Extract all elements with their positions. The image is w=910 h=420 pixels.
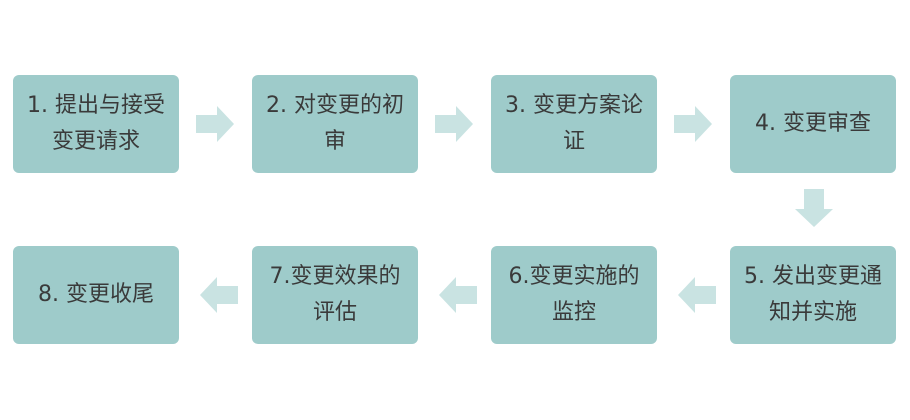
step-6-box: 6.变更实施的监控 [491,246,657,344]
step-2-line1: 2. 对变更的初 [266,93,404,118]
step-5-line1: 5. 发出变更通 [744,264,882,289]
step-1-line1: 1. 提出与接受 [27,93,165,118]
step-7-box: 7.变更效果的评估 [252,246,418,344]
step-4-box: 4. 变更审查 [730,75,896,173]
step-8-line1: 8. 变更收尾 [38,282,154,307]
arrow-right-icon [196,106,234,142]
step-7-line1: 7.变更效果的 [269,264,401,289]
arrow-left-icon [678,277,716,313]
step-6-line2: 监控 [551,300,596,325]
step-5-line2: 知并实施 [768,300,857,325]
arrow-right-icon [674,106,712,142]
step-6-line1: 6.变更实施的 [508,264,640,289]
step-4-line1: 4. 变更审查 [755,111,871,136]
step-1-line2: 变更请求 [51,129,140,154]
arrow-right-icon [435,106,473,142]
step-7-line2: 评估 [312,300,357,325]
arrow-left-icon [439,277,477,313]
arrow-down-icon [795,189,833,227]
step-5-box: 5. 发出变更通知并实施 [730,246,896,344]
step-3-line1: 3. 变更方案论 [505,93,643,118]
step-8-box: 8. 变更收尾 [13,246,179,344]
step-3-line2: 证 [562,129,585,154]
arrow-left-icon [200,277,238,313]
step-2-box: 2. 对变更的初审 [252,75,418,173]
step-3-box: 3. 变更方案论证 [491,75,657,173]
step-1-box: 1. 提出与接受变更请求 [13,75,179,173]
step-2-line2: 审 [323,129,346,154]
